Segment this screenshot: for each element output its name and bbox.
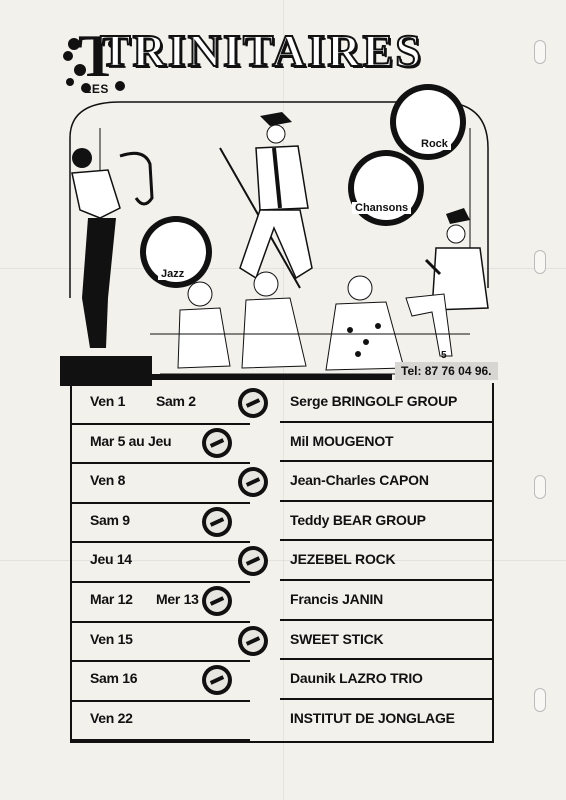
- table-row: Sam 9 Teddy BEAR GROUP: [72, 502, 492, 544]
- date-cell: [72, 383, 250, 425]
- punch-hole: [534, 40, 546, 64]
- event-act: JEZEBEL ROCK: [290, 551, 396, 568]
- jazz-badge-icon: [202, 506, 232, 537]
- jazz-badge-icon: [238, 467, 268, 498]
- program-list: Ven 1 Sam 2 Serge BRINGOLF GROUP Mar 5 au J…: [70, 383, 494, 743]
- phone-number: Tel: 87 76 04 96.: [395, 362, 498, 380]
- event-date: Sam 9: [90, 511, 130, 528]
- jazz-badge-icon: [238, 546, 268, 577]
- row-divider: [280, 578, 492, 581]
- illustration-drawing: [60, 101, 489, 386]
- page-title: TRINITAIRES: [99, 25, 423, 76]
- event-date: Ven 8: [90, 472, 126, 489]
- event-act: Francis JANIN: [290, 591, 384, 607]
- phone-mark: 5: [441, 350, 447, 361]
- illustration: Rock Chansons Jazz: [60, 84, 490, 388]
- table-row: Ven 15 SWEET STICK: [72, 621, 492, 663]
- event-date: Mar 12: [90, 591, 133, 607]
- table-row: Mar 12 Mer 13 Francis JANIN: [72, 581, 492, 623]
- jazz-badge-icon: [202, 427, 232, 458]
- event-date: Mer 13: [156, 591, 199, 607]
- date-cell: [72, 660, 250, 702]
- table-row: Ven 8 Jean-Charles CAPON: [72, 462, 492, 504]
- table-row: Ven 22 INSTITUT DE JONGLAGE: [72, 700, 492, 742]
- table-row: Ven 1 Sam 2 Serge BRINGOLF GROUP: [72, 383, 492, 425]
- punch-hole: [534, 688, 546, 712]
- event-date: Ven 1: [90, 393, 126, 409]
- date-cell: [72, 700, 250, 742]
- row-divider: [280, 460, 492, 463]
- date-cell: [72, 541, 250, 583]
- event-act: SWEET STICK: [290, 630, 384, 647]
- date-cell: [72, 423, 250, 465]
- logo-letter: T: [78, 23, 119, 89]
- event-act: Teddy BEAR GROUP: [290, 511, 426, 528]
- event-act: Daunik LAZRO TRIO: [290, 670, 423, 687]
- jazz-badge-icon: [238, 625, 268, 656]
- row-divider: [280, 697, 492, 700]
- date-cell: [72, 462, 250, 504]
- date-cell: [72, 581, 250, 623]
- row-divider: [280, 499, 492, 502]
- chansons-label: Chansons: [352, 202, 412, 214]
- event-date: Mar 5 au Jeu: [90, 432, 172, 449]
- event-act: Jean-Charles CAPON: [290, 472, 429, 489]
- chansons-badge: [348, 150, 424, 226]
- row-divider: [280, 539, 492, 542]
- header-les: LES: [84, 82, 109, 96]
- jazz-badge-icon: [202, 586, 232, 616]
- row-divider: [280, 420, 492, 423]
- event-date: Sam 16: [90, 670, 138, 687]
- event-act: INSTITUT DE JONGLAGE: [290, 709, 455, 726]
- paper-fold: [0, 560, 566, 561]
- jazz-badge-icon: [202, 665, 232, 696]
- event-act: Serge BRINGOLF GROUP: [290, 393, 458, 409]
- event-date: Ven 15: [90, 630, 133, 647]
- row-divider: [280, 658, 492, 661]
- date-cell: [72, 621, 250, 663]
- logo-ornament: [60, 30, 130, 100]
- event-date: Jeu 14: [90, 551, 132, 568]
- table-row: Sam 16 Daunik LAZRO TRIO: [72, 660, 492, 702]
- table-row: Mar 5 au Jeu Mil MOUGENOT: [72, 423, 492, 465]
- paper-fold: [0, 268, 566, 269]
- jazz-label: Jazz: [158, 268, 188, 280]
- punch-hole: [534, 250, 546, 274]
- date-cell: [72, 502, 250, 544]
- event-date: Sam 2: [156, 393, 196, 409]
- paper-fold: [283, 0, 284, 800]
- event-date: Ven 22: [90, 709, 133, 726]
- rock-label: Rock: [418, 138, 451, 150]
- punch-hole: [534, 475, 546, 499]
- jazz-badge-icon: [238, 388, 268, 418]
- table-row: Jeu 14 JEZEBEL ROCK: [72, 541, 492, 583]
- row-divider: [280, 618, 492, 621]
- event-act: Mil MOUGENOT: [290, 432, 394, 449]
